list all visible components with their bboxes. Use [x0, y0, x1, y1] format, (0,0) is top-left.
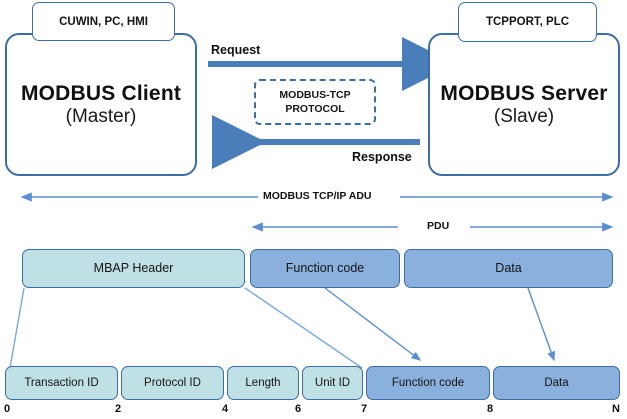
detail-field-unit-id: Unit ID — [302, 366, 363, 400]
connector-data — [527, 287, 555, 362]
adu-field-function-code: Function code — [250, 249, 400, 288]
connector-mbap-right — [244, 287, 363, 369]
protocol-line-1: MODBUS-TCP — [279, 88, 351, 101]
client-tag-label: CUWIN, PC, HMI — [59, 15, 148, 28]
offset-marker-2: 2 — [115, 403, 122, 415]
detail-field-label: Protocol ID — [144, 376, 201, 389]
modbus-client-box: MODBUS Client (Master) — [5, 33, 197, 176]
detail-field-label: Data — [544, 376, 569, 389]
pdu-span-label: PDU — [422, 220, 455, 232]
client-tag-box: CUWIN, PC, HMI — [32, 2, 175, 41]
offset-marker-8: 8 — [487, 403, 494, 415]
detail-field-data: Data — [493, 366, 620, 400]
detail-field-length: Length — [227, 366, 299, 400]
connector-function-code — [324, 287, 422, 361]
detail-field-transaction-id: Transaction ID — [5, 366, 118, 400]
modbus-tcp-protocol-box: MODBUS-TCP PROTOCOL — [254, 79, 376, 125]
adu-field-label: Data — [495, 260, 522, 275]
detail-field-protocol-id: Protocol ID — [121, 366, 224, 400]
server-subtitle: (Slave) — [493, 105, 555, 127]
detail-field-label: Unit ID — [314, 376, 351, 389]
detail-field-label: Function code — [391, 376, 465, 389]
adu-field-label: MBAP Header — [93, 260, 174, 275]
server-tag-label: TCPPORT, PLC — [485, 16, 570, 28]
offset-marker-n: N — [612, 403, 620, 415]
connector-mbap-left — [9, 287, 25, 369]
detail-field-function-code: Function code — [366, 366, 490, 400]
client-subtitle: (Master) — [65, 105, 137, 127]
modbus-server-box: MODBUS Server (Slave) — [428, 33, 620, 176]
offset-marker-0: 0 — [4, 403, 11, 415]
adu-field-label: Function code — [285, 260, 365, 275]
request-label: Request — [211, 43, 261, 57]
adu-field-data: Data — [404, 249, 613, 288]
detail-field-label: Length — [245, 376, 281, 389]
offset-marker-7: 7 — [361, 403, 368, 415]
client-title: MODBUS Client — [20, 81, 182, 105]
offset-marker-4: 4 — [222, 403, 229, 415]
response-label: Response — [352, 150, 412, 164]
adu-span-label: MODBUS TCP/IP ADU — [258, 190, 377, 202]
server-tag-box: TCPPORT, PLC — [458, 2, 597, 42]
detail-field-label: Transaction ID — [24, 376, 99, 389]
server-title: MODBUS Server — [440, 81, 608, 105]
protocol-line-2: PROTOCOL — [285, 103, 345, 115]
offset-marker-6: 6 — [295, 403, 302, 415]
adu-field-mbap-header: MBAP Header — [22, 249, 245, 288]
